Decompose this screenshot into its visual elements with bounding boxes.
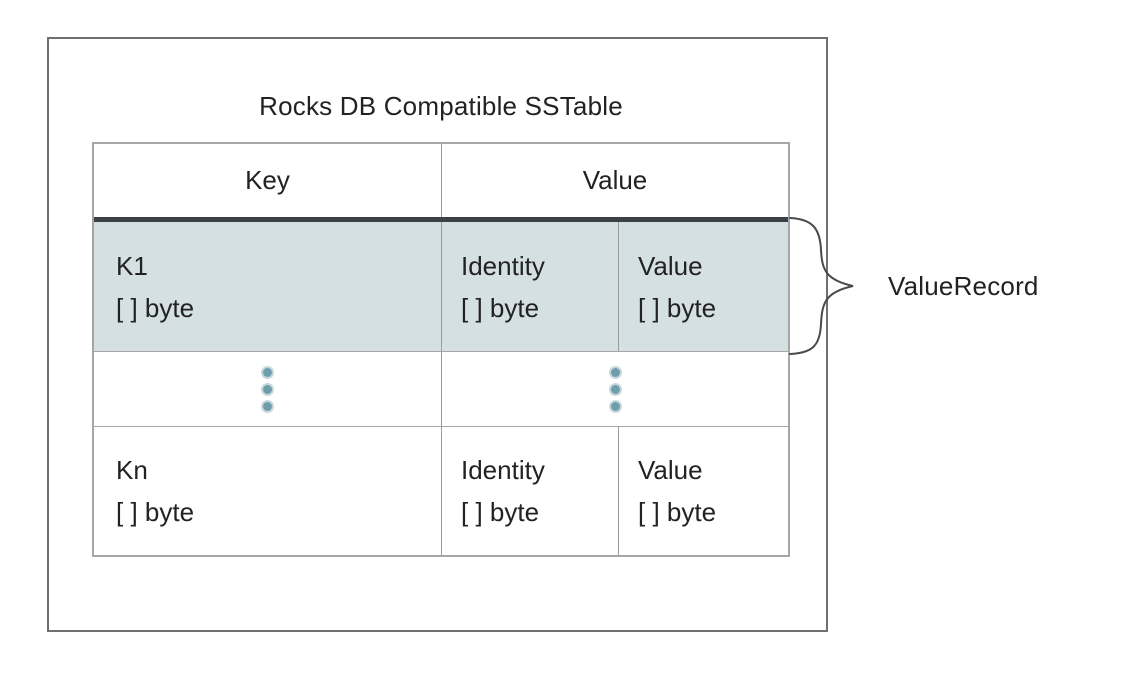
header-divider-bar: [94, 217, 788, 222]
identity-name: Identity: [461, 250, 545, 281]
value-record-brace-icon: [789, 217, 854, 355]
header-cell-value: Value: [582, 165, 648, 195]
cell-kn-value: Value [ ] byte: [619, 427, 788, 555]
dot: [263, 367, 272, 377]
cell-kn-key: Kn [ ] byte: [94, 427, 442, 555]
table-header-row: Key Value: [94, 144, 788, 217]
cell-ellipsis-value: [442, 352, 788, 426]
cell-ellipsis-key: [94, 352, 442, 426]
key-type: [ ] byte: [116, 497, 195, 527]
dot: [610, 401, 620, 411]
sstable-container-box: Rocks DB Compatible SSTable Key Value K1…: [47, 37, 828, 632]
vertical-ellipsis-icon: [610, 367, 620, 411]
key-name: Kn: [116, 455, 148, 485]
diagram-title: Rocks DB Compatible SSTable: [259, 91, 623, 121]
dot: [263, 384, 272, 394]
dot: [263, 401, 272, 411]
cell-k1-value: Value [ ] byte: [619, 222, 788, 351]
identity-type: [ ] byte: [461, 292, 540, 323]
value-type: [ ] byte: [638, 292, 717, 323]
table-row-kn: Kn [ ] byte Identity [ ] byte Value [ ] …: [94, 427, 788, 555]
table-row-ellipsis: [94, 351, 788, 427]
header-cell-key: Key: [94, 144, 442, 217]
vertical-ellipsis-icon: [263, 367, 272, 411]
value-type: [ ] byte: [638, 497, 717, 527]
value-name: Value: [638, 250, 703, 281]
identity-type: [ ] byte: [461, 497, 540, 527]
key-type: [ ] byte: [116, 292, 195, 323]
table-row-k1: K1 [ ] byte Identity [ ] byte Value [ ] …: [94, 222, 788, 351]
dot: [610, 384, 620, 394]
cell-k1-identity: Identity [ ] byte: [442, 222, 619, 351]
value-record-label: ValueRecord: [888, 271, 1039, 301]
cell-k1-key: K1 [ ] byte: [94, 222, 442, 351]
value-name: Value: [638, 455, 703, 485]
identity-name: Identity: [461, 455, 545, 485]
sstable-table: Key Value K1 [ ] byte Identity [ ] byte …: [92, 142, 790, 557]
dot: [610, 367, 620, 377]
key-name: K1: [116, 250, 148, 281]
cell-kn-identity: Identity [ ] byte: [442, 427, 619, 555]
